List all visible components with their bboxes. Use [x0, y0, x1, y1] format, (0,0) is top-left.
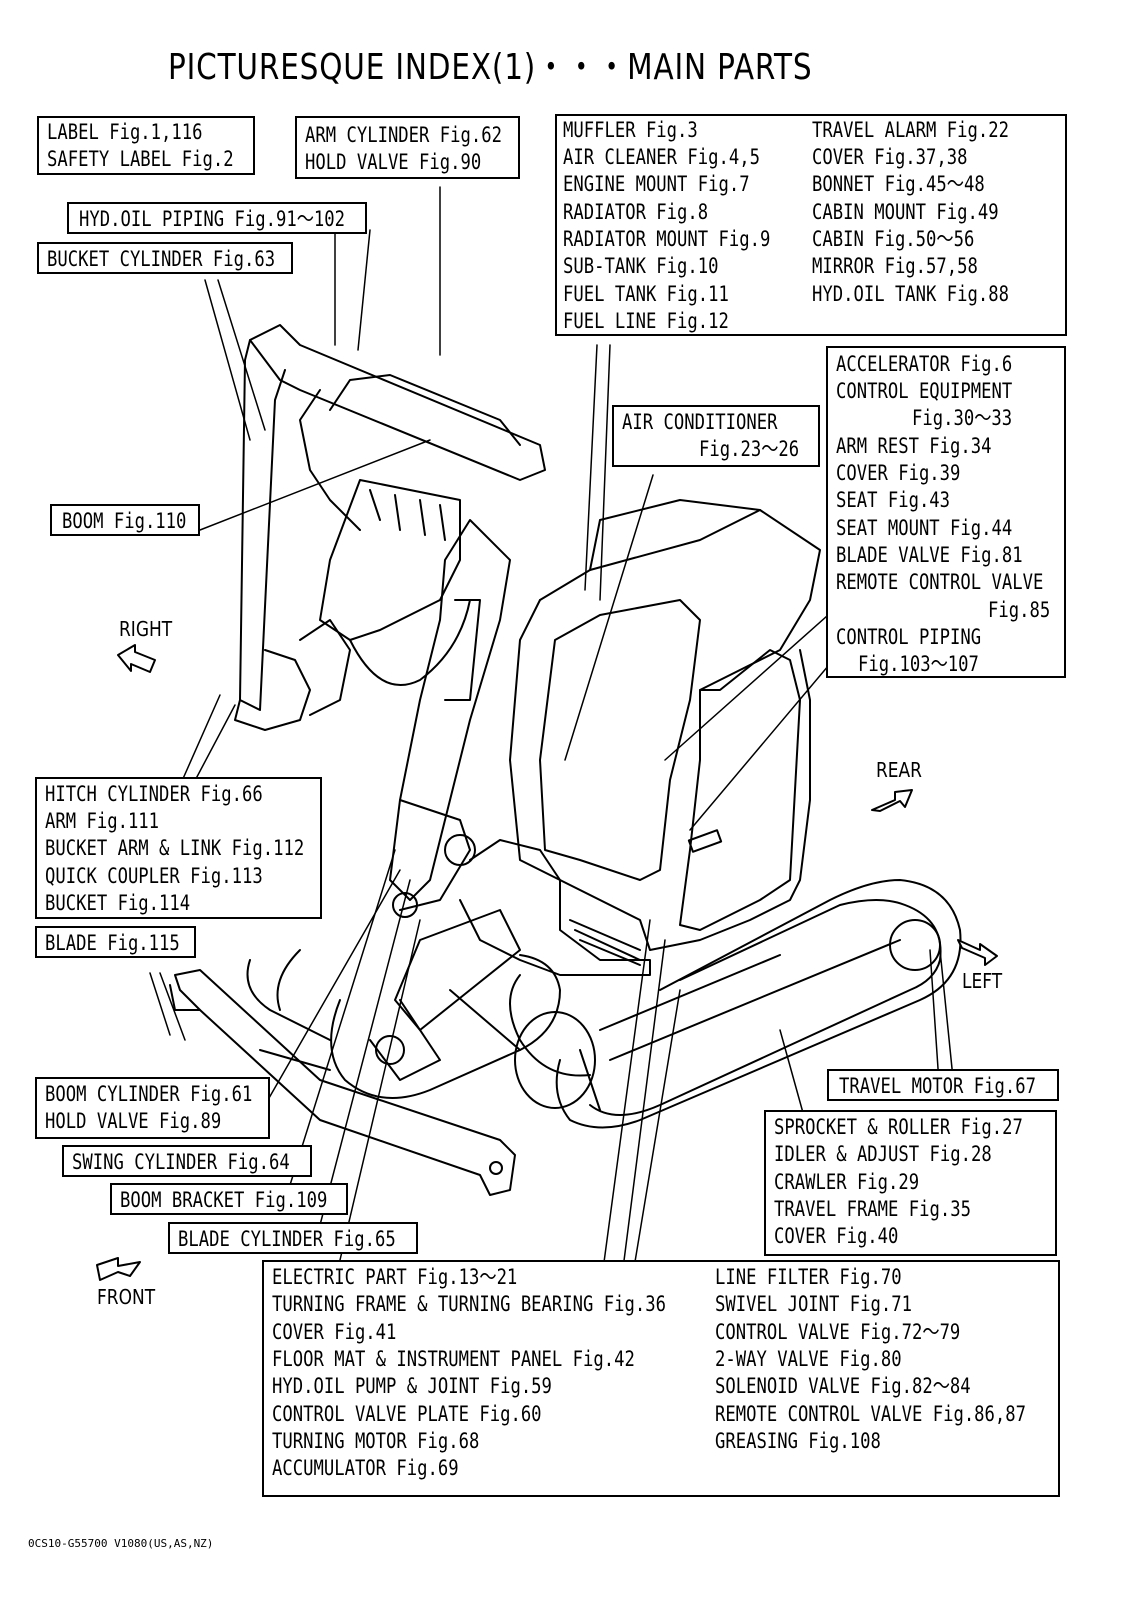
hitch-cylinder-item: ARM Fig.111: [45, 809, 160, 833]
boom-line: BOOM Fig.110: [62, 509, 187, 533]
blade-line: BLADE Fig.115: [45, 931, 180, 955]
hitch-cylinder-item: BUCKET Fig.114: [45, 891, 191, 915]
frame-parts-item: TURNING MOTOR Fig.68: [272, 1429, 480, 1453]
direction-front-label: FRONT: [97, 1285, 156, 1309]
frame-parts-item: ELECTRIC PART Fig.13～21: [272, 1265, 518, 1289]
blade-cylinder-line: BLADE CYLINDER Fig.65: [178, 1227, 396, 1251]
boom-callout: BOOM Fig.110: [50, 504, 200, 536]
frame-parts-item: CONTROL VALVE PLATE Fig.60: [272, 1402, 542, 1426]
frame-parts-item: ACCUMULATOR Fig.69: [272, 1456, 459, 1480]
frame-parts-item: SOLENOID VALVE Fig.82～84: [715, 1374, 971, 1398]
cabin-equipment-item: SEAT MOUNT Fig.44: [836, 516, 1013, 540]
hitch-cylinder-item: HITCH CYLINDER Fig.66: [45, 782, 263, 806]
frame-parts-item: GREASING Fig.108: [715, 1429, 881, 1453]
arm-cylinder-line-1: ARM CYLINDER Fig.62: [305, 123, 502, 147]
engine-parts-item: ENGINE MOUNT Fig.7: [563, 172, 750, 196]
arm-cylinder-callout: ARM CYLINDER Fig.62 HOLD VALVE Fig.90: [295, 116, 520, 179]
swing-cylinder-callout: SWING CYLINDER Fig.64: [62, 1145, 312, 1177]
cabin-equipment-item: COVER Fig.39: [836, 461, 961, 485]
bucket-cylinder-callout: BUCKET CYLINDER Fig.63: [37, 242, 293, 274]
frame-parts-item: HYD.OIL PUMP & JOINT Fig.59: [272, 1374, 552, 1398]
boom-cylinder-line-1: BOOM CYLINDER Fig.61: [45, 1082, 253, 1106]
cabin-equipment-item: REMOTE CONTROL VALVE: [836, 570, 1044, 594]
boom-cylinder-line-2: HOLD VALVE Fig.89: [45, 1109, 222, 1133]
blade-cylinder-callout: BLADE CYLINDER Fig.65: [168, 1222, 418, 1254]
cabin-equipment-item: ARM REST Fig.34: [836, 434, 992, 458]
engine-parts-item: SUB-TANK Fig.10: [563, 254, 719, 278]
frame-parts-item: LINE FILTER Fig.70: [715, 1265, 902, 1289]
undercarriage-item: CRAWLER Fig.29: [774, 1170, 920, 1194]
air-conditioner-line-1: AIR CONDITIONER: [622, 410, 778, 434]
cabin-equipment-item: Fig.85: [988, 598, 1051, 622]
cabin-equipment-item: CONTROL EQUIPMENT: [836, 379, 1013, 403]
rear-arrow-icon: [871, 789, 913, 812]
hitch-cylinder-item: BUCKET ARM & LINK Fig.112: [45, 836, 305, 860]
travel-motor-callout: TRAVEL MOTOR Fig.67: [827, 1069, 1059, 1101]
engine-parts-item: CABIN Fig.50～56: [812, 227, 975, 251]
undercarriage-item: SPROCKET & ROLLER Fig.27: [774, 1115, 1023, 1139]
hyd-oil-piping-line: HYD.OIL PIPING Fig.91～102: [79, 207, 346, 231]
cabin-equipment-item: CONTROL PIPING: [836, 625, 982, 649]
engine-parts-item: FUEL TANK Fig.11: [563, 282, 729, 306]
bucket-cylinder-line: BUCKET CYLINDER Fig.63: [47, 247, 276, 271]
hitch-cylinder-item: QUICK COUPLER Fig.113: [45, 864, 263, 888]
hitch-cylinder-callout: HITCH CYLINDER Fig.66 ARM Fig.111 BUCKET…: [35, 777, 322, 919]
engine-parts-item: FUEL LINE Fig.12: [563, 309, 729, 333]
cabin-equipment-callout: ACCELERATOR Fig.6 CONTROL EQUIPMENT Fig.…: [826, 346, 1066, 678]
swing-cylinder-line: SWING CYLINDER Fig.64: [72, 1150, 290, 1174]
cabin-equipment-item: Fig.103～107: [858, 652, 979, 676]
arm-cylinder-line-2: HOLD VALVE Fig.90: [305, 150, 482, 174]
engine-parts-item: BONNET Fig.45～48: [812, 172, 985, 196]
engine-parts-item: MIRROR Fig.57,58: [812, 254, 978, 278]
frame-parts-item: COVER Fig.41: [272, 1320, 397, 1344]
frame-parts-item: FLOOR MAT & INSTRUMENT PANEL Fig.42: [272, 1347, 635, 1371]
frame-parts-item: 2-WAY VALVE Fig.80: [715, 1347, 902, 1371]
document-code: 0CS10-G55700 V1080(US,AS,NZ): [28, 1537, 214, 1550]
left-arrow-icon: [957, 939, 998, 966]
engine-parts-item: CABIN MOUNT Fig.49: [812, 200, 999, 224]
engine-parts-callout: MUFFLER Fig.3 AIR CLEANER Fig.4,5 ENGINE…: [555, 114, 1067, 336]
direction-left-label: LEFT: [962, 969, 1003, 993]
travel-motor-line: TRAVEL MOTOR Fig.67: [839, 1074, 1036, 1098]
frame-parts-item: SWIVEL JOINT Fig.71: [715, 1292, 912, 1316]
engine-parts-item: TRAVEL ALARM Fig.22: [812, 118, 1009, 142]
blade-callout: BLADE Fig.115: [35, 926, 196, 958]
cabin-equipment-item: Fig.30～33: [912, 406, 1013, 430]
frame-parts-item: TURNING FRAME & TURNING BEARING Fig.36: [272, 1292, 666, 1316]
frame-parts-item: CONTROL VALVE Fig.72～79: [715, 1320, 961, 1344]
engine-parts-item: RADIATOR MOUNT Fig.9: [563, 227, 771, 251]
front-arrow-icon: [96, 1257, 141, 1281]
direction-rear-label: REAR: [876, 758, 923, 782]
cabin-equipment-item: ACCELERATOR Fig.6: [836, 352, 1013, 376]
direction-right-label: RIGHT: [119, 617, 173, 641]
frame-parts-callout: ELECTRIC PART Fig.13～21 TURNING FRAME & …: [262, 1260, 1060, 1497]
engine-parts-item: COVER Fig.37,38: [812, 145, 968, 169]
right-arrow-icon: [117, 644, 156, 673]
engine-parts-item: MUFFLER Fig.3: [563, 118, 698, 142]
label-line-1: LABEL Fig.1,116: [47, 120, 203, 144]
undercarriage-callout: SPROCKET & ROLLER Fig.27 IDLER & ADJUST …: [764, 1110, 1057, 1256]
frame-parts-item: REMOTE CONTROL VALVE Fig.86,87: [715, 1402, 1027, 1426]
air-conditioner-callout: AIR CONDITIONER Fig.23～26: [612, 405, 820, 467]
undercarriage-item: TRAVEL FRAME Fig.35: [774, 1197, 971, 1221]
air-conditioner-line-2: Fig.23～26: [699, 437, 800, 461]
page-title: PICTURESQUE INDEX(1)・・・MAIN PARTS: [168, 47, 813, 88]
label-callout: LABEL Fig.1,116 SAFETY LABEL Fig.2: [37, 116, 255, 175]
engine-parts-item: RADIATOR Fig.8: [563, 200, 709, 224]
cabin-equipment-item: SEAT Fig.43: [836, 488, 951, 512]
hyd-oil-piping-callout: HYD.OIL PIPING Fig.91～102: [67, 202, 367, 234]
engine-parts-item: HYD.OIL TANK Fig.88: [812, 282, 1009, 306]
boom-bracket-line: BOOM BRACKET Fig.109: [120, 1188, 328, 1212]
cabin-equipment-item: BLADE VALVE Fig.81: [836, 543, 1023, 567]
undercarriage-item: COVER Fig.40: [774, 1224, 899, 1248]
label-line-2: SAFETY LABEL Fig.2: [47, 147, 234, 171]
undercarriage-item: IDLER & ADJUST Fig.28: [774, 1142, 992, 1166]
boom-cylinder-callout: BOOM CYLINDER Fig.61 HOLD VALVE Fig.89: [35, 1077, 270, 1139]
engine-parts-item: AIR CLEANER Fig.4,5: [563, 145, 760, 169]
boom-bracket-callout: BOOM BRACKET Fig.109: [110, 1183, 348, 1215]
